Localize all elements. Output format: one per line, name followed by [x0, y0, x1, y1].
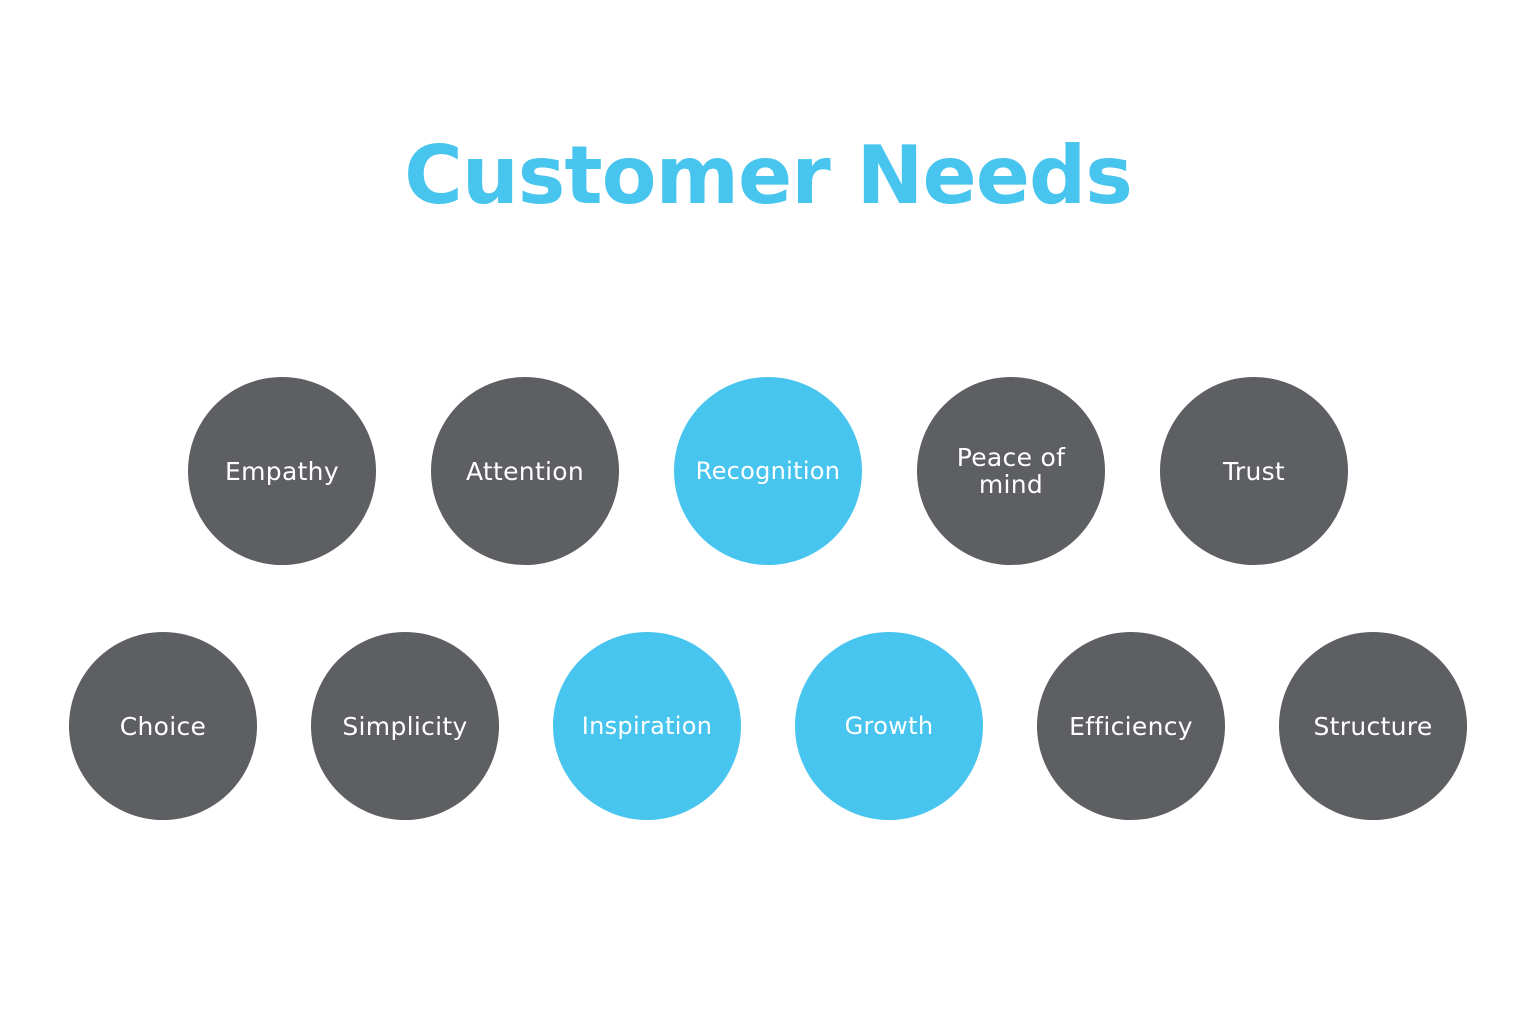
need-label: Efficiency: [1069, 711, 1193, 741]
need-circle-attention: Attention: [431, 377, 619, 565]
need-circle-peace-of-mind: Peace of mind: [917, 377, 1105, 565]
need-circle-efficiency: Efficiency: [1037, 632, 1225, 820]
need-circle-simplicity: Simplicity: [311, 632, 499, 820]
need-label: Attention: [465, 456, 585, 486]
need-circle-choice: Choice: [69, 632, 257, 820]
need-label: Simplicity: [342, 711, 468, 741]
need-label: Choice: [119, 711, 207, 741]
need-label: Inspiration: [581, 711, 713, 740]
need-label: Growth: [844, 711, 934, 740]
need-label: Trust: [1222, 456, 1286, 486]
need-circle-trust: Trust: [1160, 377, 1348, 565]
need-circle-inspiration: Inspiration: [553, 632, 741, 820]
need-circle-recognition: Recognition: [674, 377, 862, 565]
needs-row-bottom: Choice Simplicity Inspiration Growth Eff…: [0, 632, 1536, 820]
need-circle-empathy: Empathy: [188, 377, 376, 565]
need-label: Peace of mind: [956, 443, 1066, 499]
need-circle-growth: Growth: [795, 632, 983, 820]
need-label: Recognition: [695, 456, 841, 485]
need-label: Structure: [1313, 711, 1433, 741]
need-circle-structure: Structure: [1279, 632, 1467, 820]
needs-row-top: Empathy Attention Recognition Peace of m…: [0, 377, 1536, 565]
need-label: Empathy: [225, 456, 339, 486]
page-title: Customer Needs: [404, 129, 1133, 222]
